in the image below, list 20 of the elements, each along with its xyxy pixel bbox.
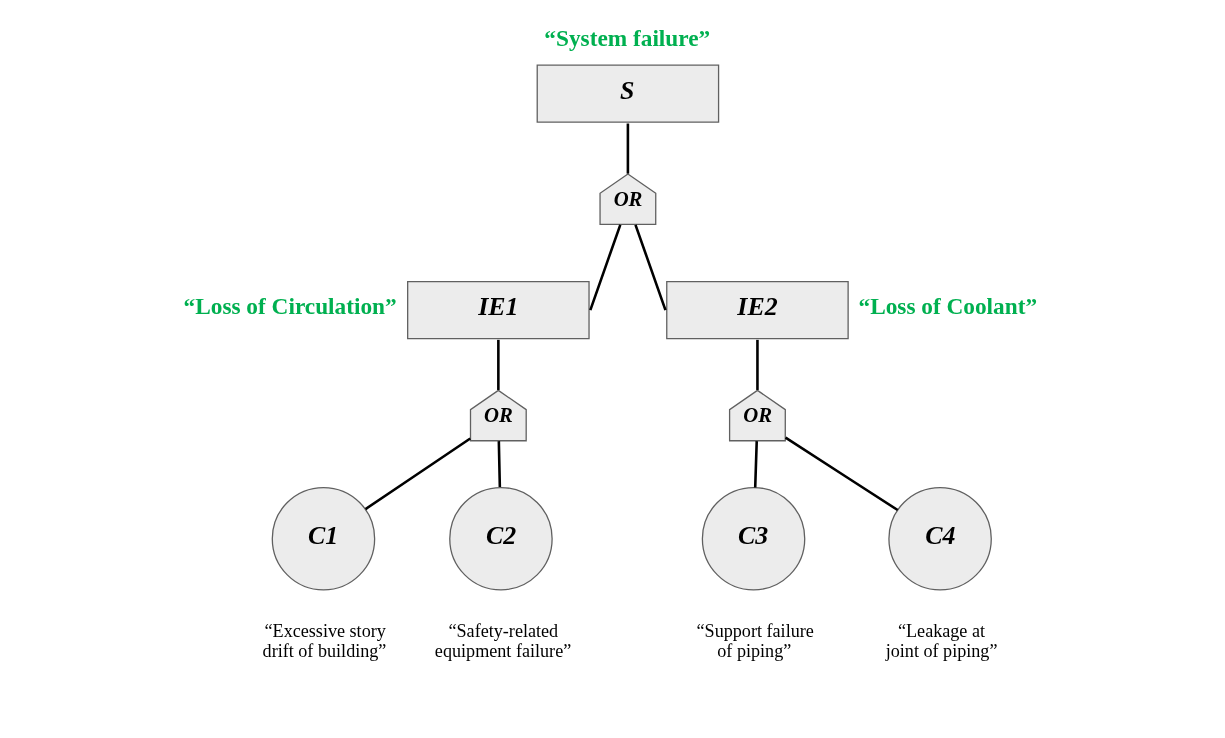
node-label: “Loss of Coolant” (857, 293, 1037, 320)
node-circle: C2 (448, 486, 553, 591)
connector (364, 437, 471, 511)
connector (496, 339, 500, 390)
connector (626, 123, 629, 174)
connector (588, 224, 621, 311)
node-label: “Safety-related equipment failure” (434, 621, 571, 661)
connector (497, 441, 501, 488)
connector (633, 224, 667, 311)
node-circle: C4 (887, 486, 992, 591)
connector (755, 339, 759, 390)
connector (784, 436, 898, 512)
node-label: “System failure” (543, 25, 710, 52)
node-label: “Excessive story drift of building” (262, 621, 386, 661)
node-circle: C3 (701, 486, 805, 591)
node-label: “Leakage at joint of piping” (885, 621, 997, 661)
connector (753, 441, 758, 488)
node-circle: C1 (271, 486, 375, 591)
node-label: “Support failure of piping” (696, 621, 814, 661)
node-label: “Loss of Circulation” (183, 293, 397, 320)
